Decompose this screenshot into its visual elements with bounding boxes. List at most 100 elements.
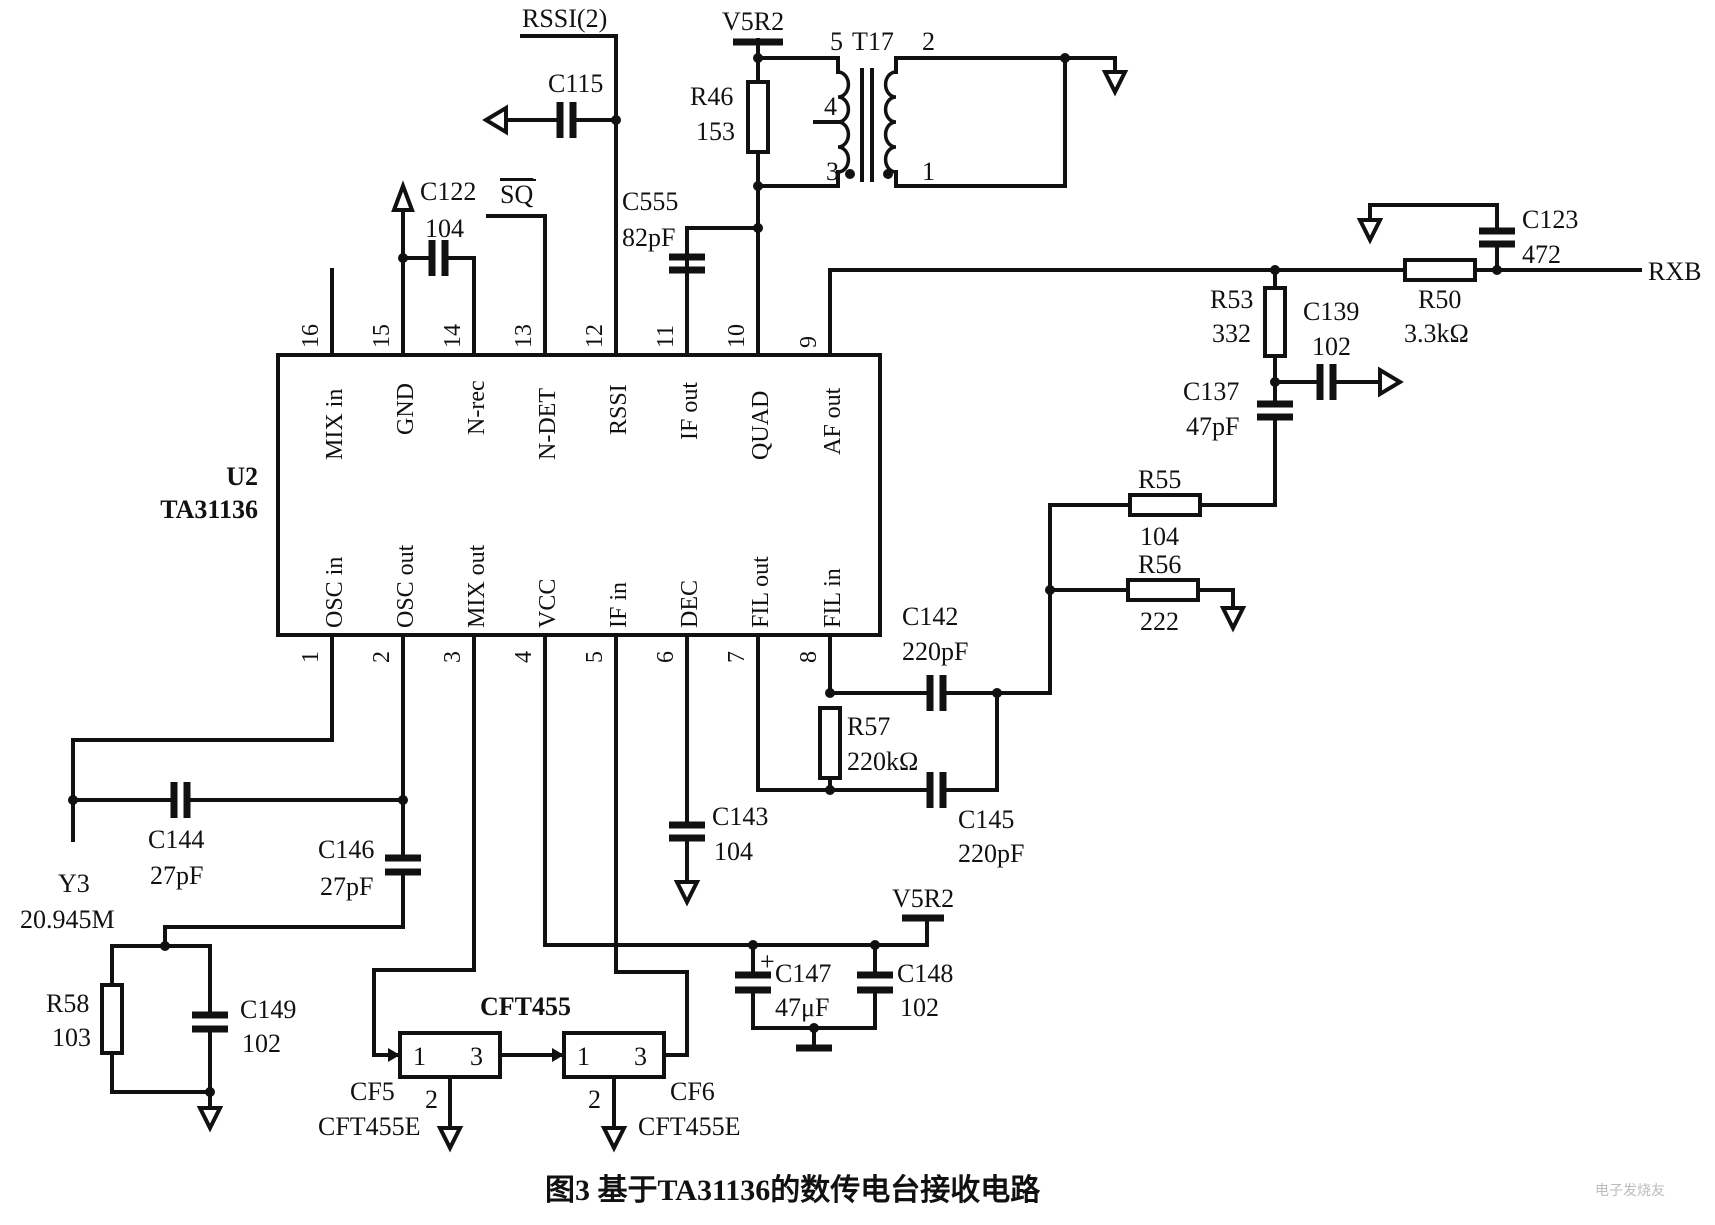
pin-number: 3 (440, 651, 466, 663)
pin-number: 8 (796, 651, 822, 663)
r58-value: 103 (52, 1023, 91, 1052)
ground-arrow-icon (1378, 366, 1404, 398)
ground-icon (1219, 606, 1247, 633)
r56-body (1126, 578, 1200, 602)
t17-pin: 1 (922, 157, 935, 186)
cf6-pin-in: 1 (577, 1042, 590, 1071)
ic-bottom-pin-numbers: 1 2 3 4 5 6 7 8 (298, 651, 822, 663)
pin-name: GND (393, 383, 419, 435)
c149-value: 102 (242, 1029, 281, 1058)
ground-icon (673, 880, 701, 907)
t17-pin: 2 (922, 27, 935, 56)
cf6-pin-gnd: 2 (588, 1085, 601, 1114)
pin-name: OSC in (322, 557, 348, 628)
r55-r56: R55 104 R56 222 (1045, 465, 1247, 692)
af-out-network: RXB R50 3.3kΩ C123 472 R53 332 C139 102 … (828, 203, 1701, 507)
v5r2-label: V5R2 (722, 7, 784, 36)
cf5-ref: CF5 (350, 1077, 395, 1106)
c115: C115 (482, 69, 621, 138)
c143-ref: C143 (712, 802, 768, 831)
c139-ref: C139 (1303, 297, 1359, 326)
fil-network: C142 220pF R57 220kΩ C145 220pF (756, 602, 1052, 868)
c143: C143 104 (669, 633, 768, 907)
sq-net: SQ (486, 179, 547, 357)
ic-part: TA31136 (160, 495, 258, 524)
pin-name: IF out (677, 382, 703, 440)
ground-icon (196, 1106, 224, 1133)
c142-ref: C142 (902, 602, 958, 631)
c147-value: 47μF (775, 993, 829, 1022)
r46-body (746, 80, 770, 154)
pin-number: 10 (724, 324, 750, 348)
pin-number: 11 (653, 325, 679, 348)
pin-name: IF in (606, 582, 632, 628)
figure-caption: 图3 基于TA31136的数传电台接收电路 (545, 1173, 1041, 1207)
oscillator: C144 27pF Y3 20.945M C146 27pF R58 103 C… (20, 633, 421, 1133)
c148-value: 102 (900, 993, 939, 1022)
pin-number: 7 (724, 651, 750, 663)
y3-value: 20.945M (20, 905, 115, 934)
ic-bottom-pin-names: OSC in OSC out MIX out VCC IF in DEC FIL… (322, 544, 846, 628)
cf5-pin-in: 1 (413, 1042, 426, 1071)
r56-value: 222 (1140, 607, 1179, 636)
ground-icon (1356, 218, 1384, 245)
c143-value: 104 (714, 837, 753, 866)
c147-ref: C147 (775, 959, 831, 988)
rssi-label: RSSI(2) (522, 4, 607, 33)
pin-number: 12 (582, 324, 608, 348)
c149-ref: C149 (240, 995, 296, 1024)
c139-value: 102 (1312, 332, 1351, 361)
t17-pin: 4 (824, 92, 837, 121)
pin-name: RSSI (606, 384, 632, 435)
r58-ref: R58 (46, 989, 89, 1018)
pin-number: 1 (298, 651, 324, 663)
rssi-net: RSSI(2) (520, 4, 618, 38)
r57-value: 220kΩ (847, 747, 918, 776)
c115-ref: C115 (548, 69, 603, 98)
watermark: 电子发烧友 (1595, 1183, 1665, 1199)
pin-number: 6 (653, 651, 679, 663)
c142-value: 220pF (902, 637, 968, 666)
pin-number: 15 (369, 324, 395, 348)
pin-number: 9 (796, 336, 822, 348)
r55-value: 104 (1140, 522, 1179, 551)
ic-body (276, 353, 882, 637)
pin-name: OSC out (393, 544, 419, 628)
c146-value: 27pF (320, 872, 373, 901)
filter-title: CFT455 (480, 992, 571, 1021)
pin-number: 4 (511, 651, 537, 663)
c147-polarity: + (760, 947, 775, 976)
pin-name: MIX out (464, 544, 490, 628)
ground-icon (600, 1126, 628, 1153)
t17-pin: 5 (830, 27, 843, 56)
c123-value: 472 (1522, 240, 1561, 269)
r57-body (818, 706, 842, 780)
pin-number: 2 (369, 651, 395, 663)
c145-ref: C145 (958, 805, 1014, 834)
cf5-value: CFT455E (318, 1112, 421, 1141)
c122-value: 104 (425, 214, 464, 243)
pin-number: 13 (511, 324, 537, 348)
cf5-pin-out: 3 (470, 1042, 483, 1071)
pin-number: 5 (582, 651, 608, 663)
transformer-t17: 5 T17 4 3 2 1 (756, 27, 1129, 188)
c555-value: 82pF (622, 223, 675, 252)
cf6-pin-out: 3 (634, 1042, 647, 1071)
pin-name: VCC (535, 579, 561, 628)
t17-ref: T17 (852, 27, 894, 56)
ic-u2: U2 TA31136 (160, 353, 882, 637)
t17-pin: 3 (826, 157, 839, 186)
pin-name: N-rec (464, 380, 490, 435)
r53-body (1263, 286, 1287, 358)
ground-icon (436, 1126, 464, 1153)
rxb-label: RXB (1648, 257, 1701, 286)
ground-arrow-icon (482, 104, 508, 136)
c122-ref: C122 (420, 177, 476, 206)
v5r2-label: V5R2 (892, 884, 954, 913)
r55-ref: R55 (1138, 465, 1181, 494)
ground-icon (1101, 70, 1129, 97)
pin-number: 16 (298, 324, 324, 348)
cf5-pin-gnd: 2 (425, 1085, 438, 1114)
c146-ref: C146 (318, 835, 374, 864)
